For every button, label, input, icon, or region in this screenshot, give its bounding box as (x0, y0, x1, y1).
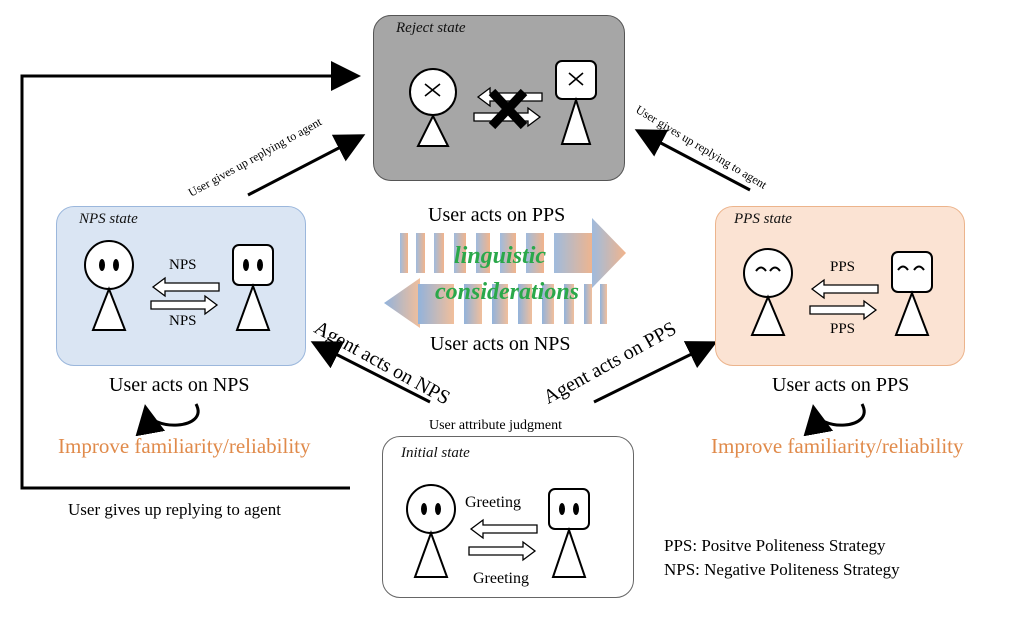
reject-figures (409, 60, 597, 147)
initial-arrow-bottom-label: Greeting (473, 570, 529, 587)
reject-state-title: Reject state (396, 20, 466, 36)
nps-self-loop (135, 403, 200, 437)
pps-self-loop (803, 403, 866, 437)
linguistic-left-arrow (384, 278, 607, 328)
initial-figures (406, 484, 590, 578)
legend-pps: PPS: Positve Politeness Strategy (664, 536, 886, 555)
linguistic-label: linguistic (454, 243, 547, 269)
user-acts-pps-right-label: User acts on PPS (772, 374, 910, 396)
initial-to-pps-arrow (593, 341, 718, 404)
user-acts-nps-left-label: User acts on NPS (109, 374, 250, 396)
pps-arrow-top-label: PPS (830, 259, 856, 275)
user-acts-nps-center-label: User acts on NPS (430, 333, 571, 355)
pps-to-reject-arrow (634, 129, 751, 192)
nps-arrow-top-label: NPS (169, 257, 197, 273)
legend-nps: NPS: Negative Politeness Strategy (664, 560, 900, 579)
pps-arrow-bottom-label: PPS (830, 321, 856, 337)
nps-arrow-bottom-label: NPS (169, 313, 197, 329)
pps-state-title: PPS state (734, 211, 792, 227)
nps-state-box: NPS state NPS NPS (56, 206, 306, 366)
reject-state-box: Reject state (373, 15, 625, 181)
considerations-label: considerations (435, 279, 580, 305)
nps-to-reject-arrow (247, 134, 366, 197)
initial-state-box: Initial state Greeting Greeting (382, 436, 634, 598)
linguistic-right-arrow (400, 218, 626, 288)
initial-state-title: Initial state (401, 445, 470, 461)
nps-state-title: NPS state (79, 211, 138, 227)
gives-up-bottom-label: User gives up replying to agent (68, 500, 281, 519)
improve-left-label: Improve familiarity/reliability (58, 434, 311, 458)
pps-figures (743, 248, 933, 336)
nps-figures (84, 240, 274, 331)
user-acts-pps-top-label: User acts on PPS (428, 204, 566, 226)
initial-arrow-top-label: Greeting (465, 494, 521, 511)
pps-state-box: PPS state PPS PPS (715, 206, 965, 366)
improve-right-label: Improve familiarity/reliability (711, 434, 964, 458)
initial-to-nps-arrow (310, 341, 431, 404)
loop-back-line (20, 61, 361, 490)
user-attribute-label: User attribute judgment (429, 418, 562, 433)
